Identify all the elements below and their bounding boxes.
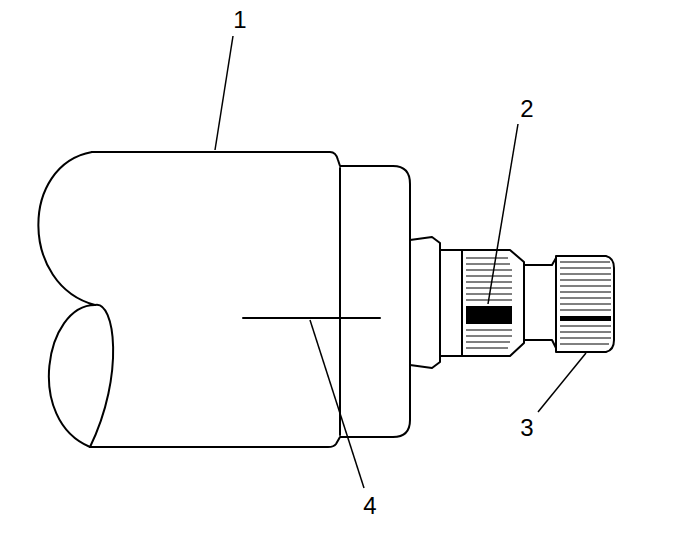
leader-line [215, 36, 233, 150]
spline-mark [560, 316, 611, 321]
leader-line [538, 353, 586, 412]
shaft-collar [440, 250, 462, 356]
leader-line [310, 320, 364, 488]
shaft-groove [524, 258, 556, 348]
break-line [38, 152, 95, 447]
break-line-inner [90, 305, 113, 447]
callout-number: 4 [363, 494, 376, 518]
spline-section [462, 250, 524, 356]
housing-outline [90, 152, 410, 447]
callout-number: 2 [520, 97, 533, 121]
alignment-mark [243, 317, 380, 319]
shaft-neck [410, 237, 440, 368]
spline-end [556, 256, 614, 352]
callout-number: 3 [520, 416, 533, 440]
leader-line [488, 124, 518, 304]
spline-mark [466, 306, 512, 324]
seam-line [339, 168, 341, 435]
callout-number: 1 [233, 8, 246, 32]
